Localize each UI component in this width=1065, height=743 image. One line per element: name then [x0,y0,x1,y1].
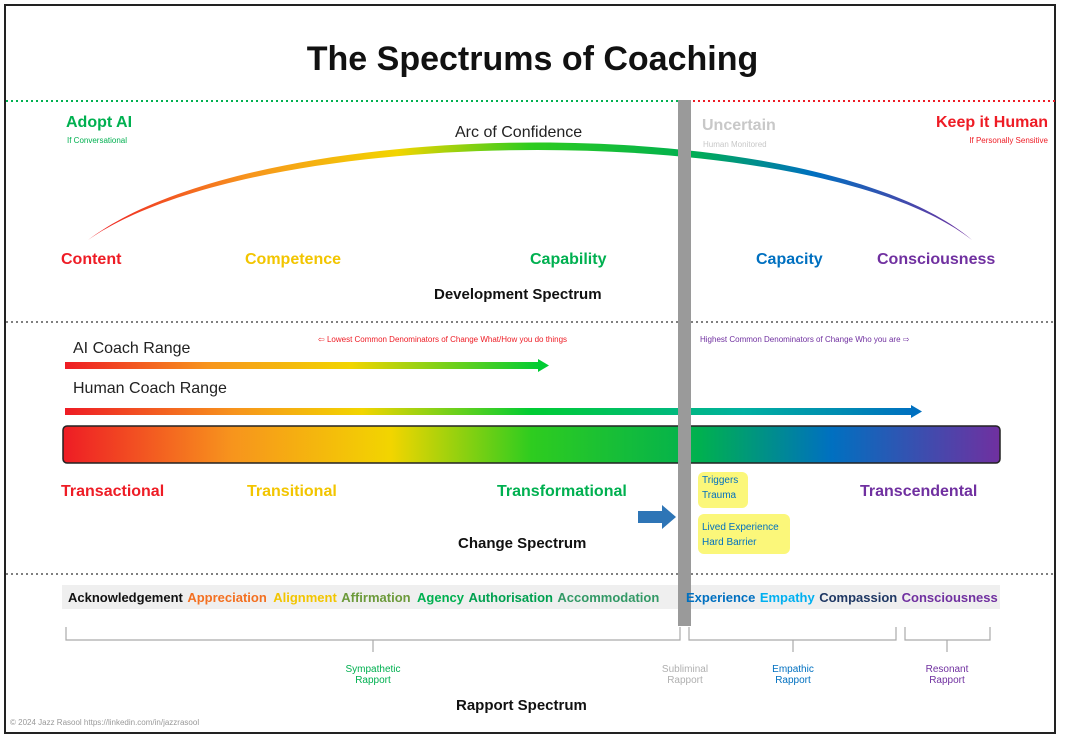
zone-adopt-ai-heading: Adopt AI [66,114,133,131]
human-range-arrowhead [911,405,922,418]
change-transcendental: Transcendental [860,483,978,500]
human-range-bar [65,408,913,415]
right-arrow-icon: ⇨ [900,335,910,344]
ai-range-arrowhead [538,359,549,372]
change-spectrum-label: Change Spectrum [458,535,587,552]
change-spectrum-bar [62,425,1001,464]
ai-coach-range-label: AI Coach Range [73,340,191,357]
highlight-triggers-trauma [698,472,748,508]
stage-content: Content [61,251,122,268]
rapport-spectrum-label: Rapport Spectrum [456,697,587,714]
highlight-trauma: Trauma [702,490,737,501]
stage-capability: Capability [530,251,607,268]
highlight-triggers: Triggers [702,475,739,486]
zone-keep-human-sub: If Personally Sensitive [969,136,1048,145]
rapport-step: Appreciation [187,590,267,605]
arc-of-confidence-label: Arc of Confidence [455,124,583,141]
rapport-step: Experience [686,590,756,605]
bracket-resonant [904,627,991,641]
zone-uncertain-heading: Uncertain [702,117,776,134]
bracket-sympathetic [65,627,681,641]
rapport-step: Alignment [273,590,337,605]
change-transitional: Transitional [247,483,337,500]
lowest-denominator-note: ⇦ Lowest Common Denominators of Change W… [318,335,568,344]
ai-range-bar [65,362,540,369]
zone-keep-human-heading: Keep it Human [935,114,1048,131]
bracket-empathic [688,627,897,641]
diagram-frame [4,4,1056,734]
highlight-lived-experience [698,514,790,554]
zone-adopt-ai-sub: If Conversational [67,136,128,145]
change-transformational: Transformational [497,483,627,500]
zone-uncertain-sub: Human Monitored [703,140,767,149]
rapport-steps: Acknowledgement Appreciation Alignment A… [68,589,659,607]
rapport-step: Consciousness [901,590,998,605]
highlight-lived-experience: Lived Experience [702,522,779,533]
stage-consciousness: Consciousness [877,251,996,268]
page-title: The Spectrums of Coaching [306,40,759,78]
stage-capacity: Capacity [756,251,823,268]
change-transactional: Transactional [61,483,165,500]
rapport-group-empathic: Empathic Rapport [772,664,814,686]
blue-pointer-arrow [638,505,676,529]
rapport-steps-right: Experience Empathy Compassion Consciousn… [686,589,998,607]
rapport-group-sympathetic: Sympathetic Rapport [345,664,401,686]
rapport-group-resonant: Resonant Rapport [925,664,969,686]
stage-competence: Competence [245,251,342,268]
vertical-divider [678,100,691,626]
rapport-step: Authorisation [468,590,553,605]
rapport-steps-background [62,585,1000,609]
rapport-step: Compassion [819,590,898,605]
rapport-step: Affirmation [341,590,411,605]
rapport-step: Empathy [759,590,815,605]
highest-denominator-note: Highest Common Denominators of Change Wh… [700,335,910,344]
arc-of-confidence [88,142,972,240]
human-coach-range-label: Human Coach Range [73,380,227,397]
rapport-group-subliminal: Subliminal Rapport [661,664,709,686]
rapport-step: Agency [417,590,465,605]
footer-credit: © 2024 Jazz Rasool https://linkedin.com/… [10,718,200,727]
rapport-step: Acknowledgement [68,590,183,605]
rapport-step: Accommodation [557,590,660,605]
development-spectrum-label: Development Spectrum [434,286,602,303]
highlight-hard-barrier: Hard Barrier [702,537,757,548]
left-arrow-icon: ⇦ [318,335,327,344]
